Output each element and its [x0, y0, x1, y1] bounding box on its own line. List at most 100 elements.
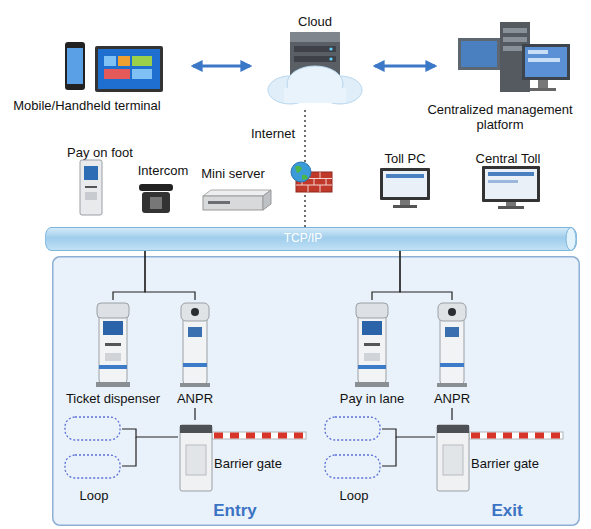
platform-node: Centralized management platform	[435, 12, 585, 134]
anpr-camera: ANPR	[170, 300, 220, 408]
monitor-base	[530, 88, 556, 91]
phone-screen	[67, 48, 83, 84]
node-label: Entry	[213, 501, 256, 521]
node-label: Loop	[80, 488, 109, 503]
monitor-stand	[506, 202, 516, 206]
server-side	[263, 190, 271, 210]
pc-node: Central Toll	[465, 149, 551, 204]
tablet-icon	[95, 46, 163, 92]
node-label: Pay in lane	[340, 391, 404, 406]
firewall-wall	[296, 172, 332, 192]
loop-detector: Loop	[322, 414, 382, 506]
globe-icon	[291, 162, 311, 182]
tablet-tile	[132, 69, 152, 79]
node-label: Mini server	[201, 166, 265, 181]
node-label: ANPR	[434, 391, 470, 406]
node-label: Exit	[491, 501, 522, 521]
cloud-shape	[287, 66, 343, 102]
pc-node: Toll PC	[372, 149, 438, 204]
cloud-shape	[318, 76, 362, 104]
server-icon	[290, 32, 340, 82]
ticket-dispenser: Ticket dispenser	[60, 300, 166, 408]
globe-land	[295, 166, 308, 180]
monitor-base	[498, 206, 524, 209]
monitor-stand	[400, 200, 410, 205]
kiosk-icon	[80, 160, 102, 215]
connector	[304, 110, 305, 227]
screen-line	[528, 58, 560, 62]
tablet-screen	[98, 49, 160, 89]
server-node: Mini server	[198, 164, 270, 214]
rack-unit	[503, 46, 527, 51]
node-label: Pay on foot	[67, 145, 133, 160]
tablet-tile	[118, 56, 130, 66]
node-label: Centralized management platform	[424, 102, 576, 132]
screen-line	[488, 180, 518, 183]
kiosk-slot	[85, 186, 97, 188]
node-label: Intercom	[138, 163, 189, 178]
monitor-screen	[383, 171, 427, 197]
terminal-node: Mobile/Handheld terminal	[3, 36, 193, 114]
pipe-body	[45, 228, 577, 251]
cloud-shape	[268, 76, 312, 104]
screen-line	[386, 174, 424, 178]
barrier-gate: Barrier gate	[178, 420, 310, 492]
server-light	[329, 47, 332, 50]
cloud-node: Cloud	[250, 10, 375, 110]
server-bay	[208, 201, 230, 204]
server-top	[290, 32, 340, 42]
server-icon	[203, 196, 263, 210]
node-label: Barrier gate	[471, 456, 539, 471]
monitor-screen	[461, 41, 497, 67]
phone-handset	[139, 184, 173, 191]
loop-detector: Loop	[62, 414, 122, 506]
monitor-icon	[458, 38, 500, 70]
site-panel: Entry Exit Ticket dispenser ANPR Loop Barrier…	[52, 256, 580, 526]
connector	[375, 65, 435, 68]
kiosk-panel	[85, 192, 97, 200]
screen-line	[528, 50, 548, 54]
barrier-gate: Barrier gate	[435, 420, 567, 492]
node-label: Cloud	[298, 14, 332, 29]
monitor-icon	[482, 166, 540, 202]
monitor-icon	[522, 44, 570, 80]
node-label: Mobile/Handheld terminal	[13, 98, 160, 113]
phone-keypad	[150, 197, 162, 209]
rack-unit	[503, 28, 527, 33]
tablet-tile	[132, 56, 152, 66]
anpr-camera: ANPR	[427, 300, 477, 408]
node-label: Central Toll	[476, 151, 541, 166]
monitor-screen	[525, 47, 567, 77]
node-label: Barrier gate	[214, 456, 282, 471]
monitor-base	[393, 205, 417, 208]
firewall-bricks	[296, 172, 332, 192]
rack-icon	[500, 22, 530, 92]
cloud-shape	[284, 88, 346, 103]
edge-label: Internet	[251, 126, 295, 141]
phone-base	[142, 192, 170, 213]
server-bay	[294, 46, 336, 52]
phone-icon	[65, 42, 85, 90]
monitor-stand	[538, 80, 548, 88]
network-bus: TCP/IP	[45, 227, 577, 251]
server-light	[329, 57, 332, 60]
intercom-node: Intercom	[135, 161, 193, 216]
screen-line	[488, 172, 534, 176]
node-label: Ticket dispenser	[66, 391, 160, 406]
node-label: Toll PC	[384, 151, 425, 166]
pipe-end	[566, 228, 576, 251]
server-bay	[294, 56, 336, 62]
kiosk-node: Pay on foot	[62, 143, 140, 217]
monitor-screen	[485, 169, 537, 199]
connector	[193, 65, 250, 68]
monitor-icon	[380, 168, 430, 200]
kiosk-screen	[84, 166, 98, 180]
pay-in-lane: Pay in lane	[330, 300, 414, 408]
tablet-tile	[104, 69, 130, 79]
rack-unit	[503, 37, 527, 42]
node-label: TCP/IP	[284, 231, 323, 246]
server-top	[203, 190, 271, 196]
tablet-tile	[104, 56, 116, 66]
node-label: Loop	[340, 488, 369, 503]
